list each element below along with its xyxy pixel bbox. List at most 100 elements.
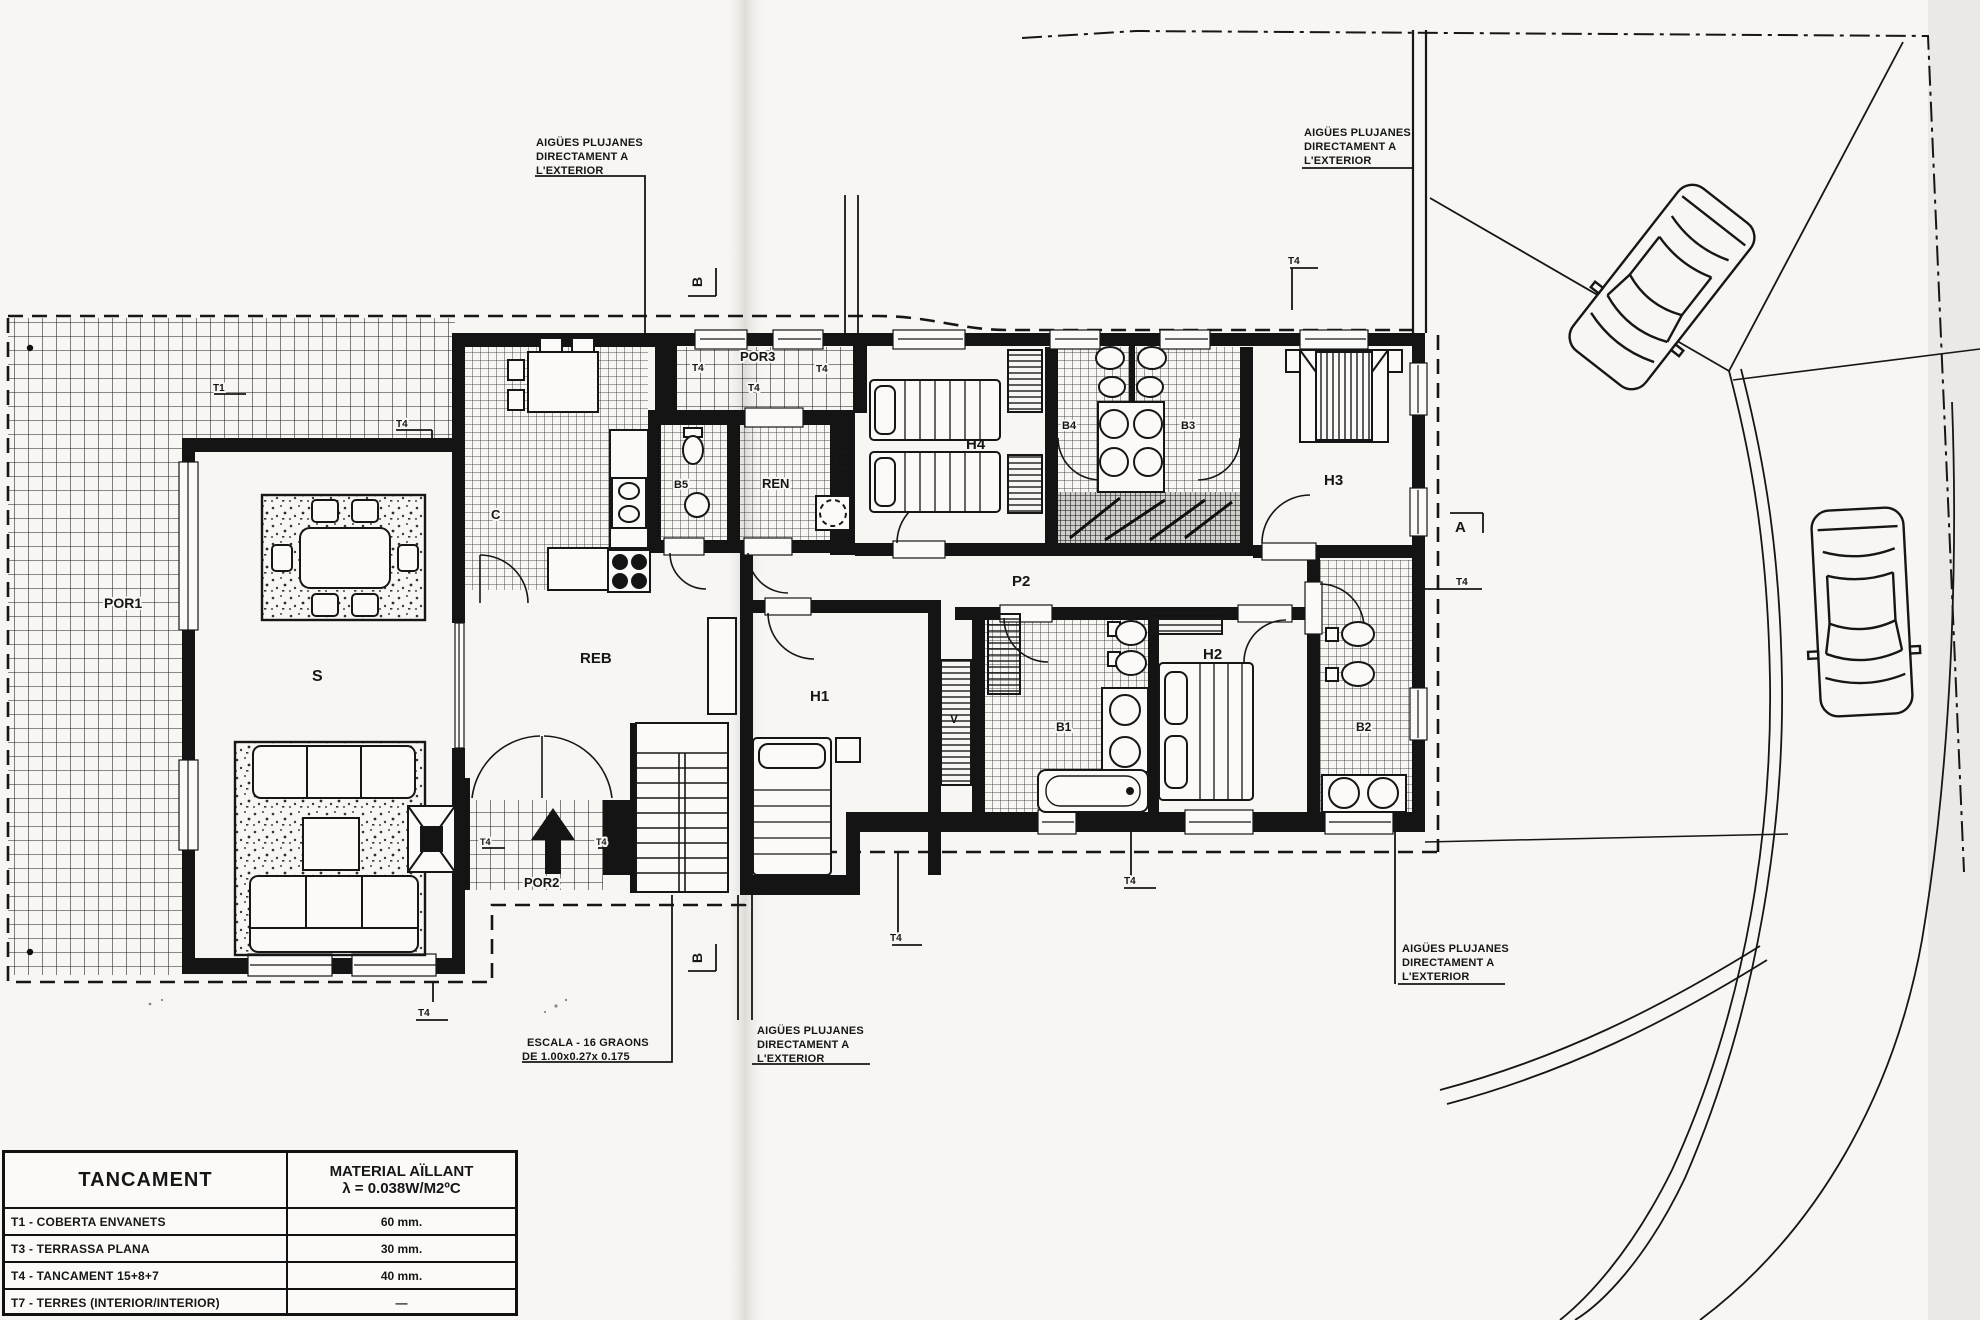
svg-text:L'EXTERIOR: L'EXTERIOR — [1402, 971, 1470, 983]
room-label-b2: B2 — [1356, 720, 1372, 734]
leader-t4-bottom-right — [1124, 832, 1156, 889]
sideboard — [707, 617, 737, 715]
section-a-bracket — [1450, 512, 1484, 533]
terrace-por1-top — [8, 318, 455, 438]
legend-header-tancament: TANCAMENT — [5, 1153, 288, 1207]
marker-t4: T4 — [748, 383, 760, 394]
dining-set — [260, 493, 427, 622]
svg-text:L'EXTERIOR: L'EXTERIOR — [1304, 155, 1372, 167]
staircase — [635, 722, 729, 893]
room-label-h1: H1 — [810, 688, 829, 705]
marker-t4: T4 — [1124, 876, 1136, 887]
room-label-h4: H4 — [966, 436, 986, 453]
legend-row-t4-value: 40 mm. — [288, 1261, 515, 1288]
bathrooms-b3-b4-fixtures — [1095, 346, 1167, 493]
legend-row-t4-name: T4 - TANCAMENT 15+8+7 — [5, 1261, 288, 1288]
fireplace — [407, 805, 456, 873]
site-plan — [1021, 29, 1980, 1320]
annotation-leader-lines — [214, 167, 1505, 1065]
entrance-arrow-icon — [531, 808, 575, 874]
kitchen-furniture — [507, 337, 651, 593]
bedroom-h3-furniture — [1285, 349, 1403, 443]
legend-row-t7-name: T7 - TERRES (INTERIOR/INTERIOR) — [5, 1288, 288, 1315]
room-label-por2: POR2 — [524, 875, 559, 890]
room-label-b5: B5 — [674, 479, 688, 491]
section-marker-b-top: B — [689, 277, 705, 287]
windows — [178, 329, 1428, 977]
driveway-edge-right — [1728, 41, 1904, 372]
garden-wall-double-line — [1411, 30, 1428, 333]
svg-text:DIRECTAMENT A: DIRECTAMENT A — [757, 1039, 849, 1051]
legend-row-t7-value: — — [288, 1288, 515, 1315]
room-label-b1: B1 — [1056, 720, 1072, 734]
svg-text:DIRECTAMENT A: DIRECTAMENT A — [1402, 957, 1494, 969]
legend-row-t3-value: 30 mm. — [288, 1234, 515, 1261]
leader-t4-terrace-bottom — [416, 982, 448, 1021]
property-boundary-dashdot-line — [1021, 29, 1965, 873]
section-marker-a: A — [1455, 519, 1466, 536]
furniture — [233, 337, 1407, 957]
bathtub-icon — [1037, 769, 1149, 813]
sofa-set — [233, 740, 427, 957]
legend-header-material-line1: MATERIAL AÏLLANT — [329, 1163, 474, 1180]
shower-hatch — [1069, 496, 1233, 542]
svg-text:AIGÜES PLUJANES: AIGÜES PLUJANES — [1402, 942, 1509, 955]
legend-header-material-line2: λ = 0.038W/M2ºC — [342, 1180, 461, 1197]
section-marker-b-bottom: B — [689, 953, 705, 963]
svg-text:DE 1.00x0.27x 0.175: DE 1.00x0.27x 0.175 — [522, 1051, 630, 1063]
scan-specks — [148, 998, 568, 1014]
legend-row-t1-name: T1 - COBERTA ENVANETS — [5, 1207, 288, 1234]
svg-text:DIRECTAMENT A: DIRECTAMENT A — [536, 151, 628, 163]
porch-por2-floor — [470, 800, 603, 890]
room-label-p2: P2 — [1012, 573, 1030, 590]
tiled-floors — [8, 318, 1412, 975]
marker-t4: T4 — [396, 419, 408, 430]
room-label-h3: H3 — [1324, 472, 1343, 489]
leader-rain-top-left — [535, 175, 646, 333]
terrace-por1-side — [8, 438, 182, 975]
car-icon-road — [1806, 506, 1922, 718]
svg-text:L'EXTERIOR: L'EXTERIOR — [757, 1053, 825, 1065]
legend-row-t1-value: 60 mm. — [288, 1207, 515, 1234]
marker-t4: T4 — [596, 837, 607, 847]
room-label-v: V — [950, 712, 958, 726]
road-curve-line-2 — [1446, 959, 1768, 1105]
road-edge-line-1 — [1559, 370, 1772, 1320]
marker-t4: T4 — [480, 837, 491, 847]
bathroom-b5-fixtures — [682, 427, 710, 518]
annotation-rain-top-right: AIGÜES PLUJANES DIRECTAMENT A L'EXTERIOR — [1304, 126, 1411, 167]
bedroom-h2-furniture — [1151, 611, 1254, 801]
marker-t4: T4 — [1288, 256, 1300, 267]
svg-text:L'EXTERIOR: L'EXTERIOR — [536, 165, 604, 177]
annotation-rain-top-left: AIGÜES PLUJANES DIRECTAMENT A L'EXTERIOR — [536, 136, 643, 177]
room-label-por3: POR3 — [740, 349, 775, 364]
bathroom-b2-fixtures — [1321, 621, 1407, 813]
svg-text:AIGÜES PLUJANES: AIGÜES PLUJANES — [1304, 126, 1411, 139]
section-b-bottom-bracket — [688, 944, 717, 972]
leader-stairs-note — [522, 895, 673, 1063]
leader-t4-top-right — [1290, 267, 1318, 310]
room-label-b3: B3 — [1181, 420, 1195, 432]
car-icon-driveway — [1568, 183, 1756, 391]
bathroom-b2-floor — [1320, 560, 1412, 812]
legend-header-material: MATERIAL AÏLLANT λ = 0.038W/M2ºC — [288, 1153, 515, 1207]
room-label-h2: H2 — [1203, 646, 1222, 663]
annotation-rain-bottom-center: AIGÜES PLUJANES DIRECTAMENT A L'EXTERIOR — [757, 1024, 864, 1065]
road-curve-line-1 — [1439, 945, 1761, 1091]
leader-rain-bottom-right — [1394, 832, 1505, 985]
labels: POR1 S C REB POR2 POR3 B5 REN H4 P2 H1 V… — [102, 126, 1509, 1065]
svg-text:DIRECTAMENT A: DIRECTAMENT A — [1304, 141, 1396, 153]
site-reference-line — [1424, 833, 1789, 843]
room-label-ren: REN — [762, 476, 789, 491]
marker-t1: T1 — [213, 383, 225, 394]
leader-rain-bottom-center — [737, 895, 870, 1065]
legend-table: TANCAMENT MATERIAL AÏLLANT λ = 0.038W/M2… — [2, 1150, 518, 1316]
leader-t4-terrace — [396, 429, 433, 444]
annotation-stairs-note: ESCALA - 16 GRAONS DE 1.00x0.27x 0.175 — [522, 1037, 649, 1063]
bedroom-h4-furniture — [869, 349, 1043, 514]
porch-por3-floor — [675, 347, 853, 410]
plot-line-east — [1732, 348, 1980, 381]
room-label-reb: REB — [580, 650, 612, 667]
